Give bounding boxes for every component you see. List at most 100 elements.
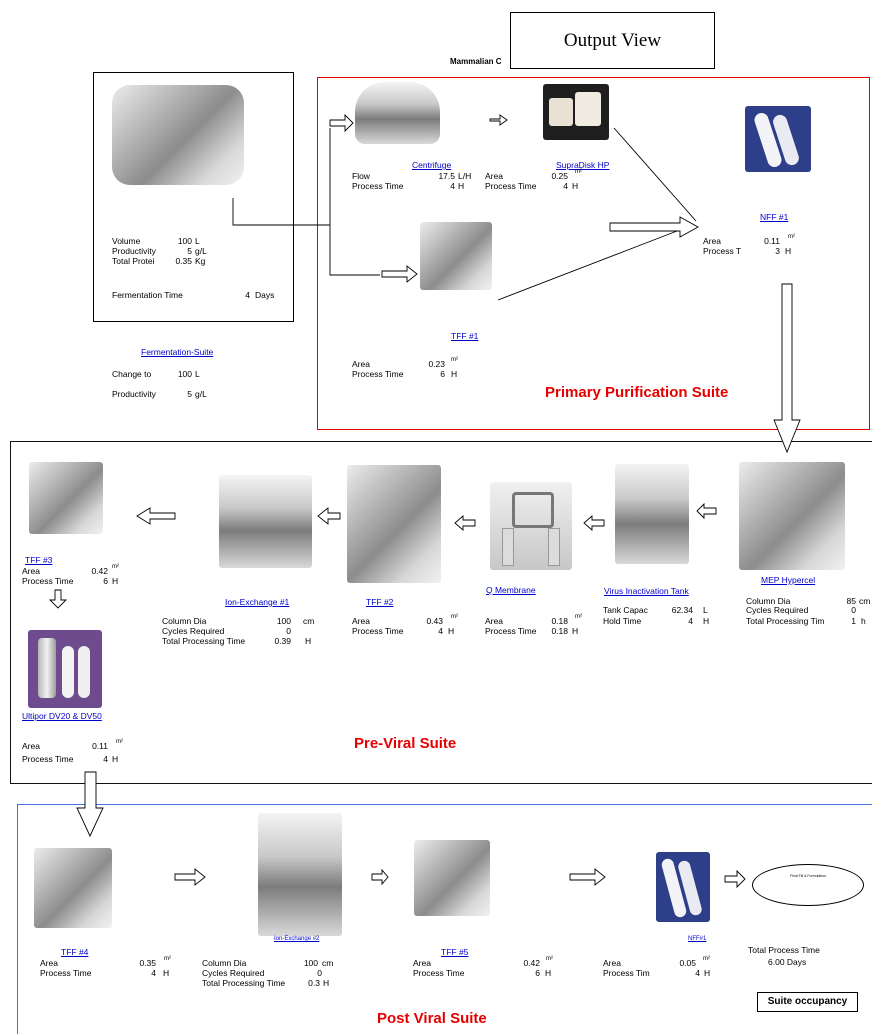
virus-cap-label: Tank Capac [603,605,648,615]
mep-hypercel-link[interactable]: MEP Hypercel [761,575,815,585]
tff2-area-label: Area [352,616,370,626]
tff2-area-unit: m² [451,612,458,622]
tff2-time-unit: H [448,626,454,636]
ultipor-area-unit: m² [116,737,123,747]
ionex1-dia-unit: cm [303,616,314,626]
suite-occupancy-button[interactable]: Suite occupancy [757,992,858,1012]
page-subtitle: Mammalian C [450,57,502,66]
change-productivity-unit: g/L [195,389,207,399]
qmem-area-label: Area [485,616,503,626]
supradisk-area-label: Area [485,171,503,181]
change-productivity-value[interactable]: 5 [160,389,192,399]
output-view-title: Output View [510,30,715,52]
nff2-area-value: 0.05 [660,958,696,968]
final-fill-text: Final Fill & Formulation [785,874,831,879]
tff3-image [29,462,103,534]
tff1-time-label: Process Time [352,369,404,379]
q-membrane-link[interactable]: Q Membrane [486,585,536,595]
centrifuge-flow-label: Flow [352,171,370,181]
change-productivity-label: Productivity [112,389,156,399]
fermentation-suite-link[interactable]: Fermentation-Suite [141,347,213,357]
total-process-time-value: 6.00 Days [768,957,806,967]
ultipor-link[interactable]: Ultipor DV20 & DV50 [22,711,102,721]
supradisk-time-unit: H [572,181,578,191]
tff5-area-label: Area [413,958,431,968]
supradisk-link[interactable]: SupraDisk HP [556,160,609,170]
supradisk-image [543,84,609,140]
ultipor-image [28,630,102,708]
ferm-unit-volume: L [195,236,200,246]
centrifuge-time-label: Process Time [352,181,404,191]
tff5-time-label: Process Time [413,968,465,978]
ferm-unit-productivity: g/L [195,246,207,256]
change-to-value[interactable]: 100 [160,369,192,379]
mep-cycles-label: Cycles Required [746,605,808,615]
centrifuge-flow-value: 17.5 [420,171,455,181]
virus-tank-link[interactable]: Virus Inactivation Tank [604,586,689,596]
tff3-time-label: Process Time [22,576,74,586]
tff3-area-unit: m² [112,562,119,572]
ferm-value-volume: 100 [150,236,192,246]
tff4-area-label: Area [40,958,58,968]
post-viral-suite-box [17,804,872,1034]
qmem-area-unit: m² [575,612,582,622]
tff4-area-unit: m² [164,954,171,964]
qmem-area-value: 0.18 [535,616,568,626]
centrifuge-image [355,82,440,144]
centrifuge-time-value: 4 [420,181,455,191]
tff5-image [414,840,490,916]
supradisk-time-value: 4 [545,181,568,191]
tff2-time-value: 4 [405,626,443,636]
tff1-area-unit: m² [451,355,458,365]
ionex1-cycles-value: 0 [255,626,291,636]
nff1-area-value: 0.11 [745,236,780,246]
ionex2-link[interactable]: Ion-Exchange #2 [274,936,319,942]
change-to-unit: L [195,369,200,379]
nff2-time-value: 4 [670,968,700,978]
tff4-link[interactable]: TFF #4 [61,947,88,957]
supradisk-area-unit: m² [575,167,582,177]
tff2-time-label: Process Time [352,626,404,636]
virus-hold-value: 4 [655,616,693,626]
centrifuge-link[interactable]: Centrifuge [412,160,451,170]
tff1-link[interactable]: TFF #1 [451,331,478,341]
ionex2-total-unit: H [323,978,329,988]
nff2-link[interactable]: NFF#1 [688,936,706,942]
nff1-time-value: 3 [745,246,780,256]
ionex1-link[interactable]: Ion-Exchange #1 [225,597,289,607]
ionex1-cycles-label: Cycles Required [162,626,224,636]
tff2-link[interactable]: TFF #2 [366,597,393,607]
tff5-link[interactable]: TFF #5 [441,947,468,957]
tff5-area-unit: m² [546,954,553,964]
tff1-time-unit: H [451,369,457,379]
ionex2-total-value: 0.3 [300,978,320,988]
tff3-time-value: 6 [80,576,108,586]
ferm-label-total-protein: Total Protei [112,256,155,266]
ferm-value-productivity: 5 [150,246,192,256]
ionex2-dia-unit: cm [322,958,333,968]
ionex2-total-label: Total Processing Time [202,978,285,988]
ionex2-dia-label: Column Dia [202,958,246,968]
qmem-time-unit: H [572,626,578,636]
tff3-area-label: Area [22,566,40,576]
supradisk-area-value: 0.25 [535,171,568,181]
ionex1-total-value: 0.39 [255,636,291,646]
ionex2-image [258,813,342,936]
nff1-area-label: Area [703,236,721,246]
ultipor-area-label: Area [22,741,40,751]
qmem-time-value: 0.18 [545,626,568,636]
tff1-image [420,222,492,290]
nff2-area-label: Area [603,958,621,968]
ionex1-dia-label: Column Dia [162,616,206,626]
nff1-link[interactable]: NFF #1 [760,212,788,222]
tff5-time-value: 6 [500,968,540,978]
nff2-area-unit: m² [703,954,710,964]
tff3-link[interactable]: TFF #3 [25,555,52,565]
ultipor-area-value: 0.11 [75,741,108,751]
tff1-area-value: 0.23 [410,359,445,369]
ionex1-total-label: Total Processing Time [162,636,245,646]
bioreactor-image [112,85,244,185]
ferm-label-volume: Volume [112,236,140,246]
ionex1-dia-value: 100 [255,616,291,626]
nff1-area-unit: m² [788,232,795,242]
